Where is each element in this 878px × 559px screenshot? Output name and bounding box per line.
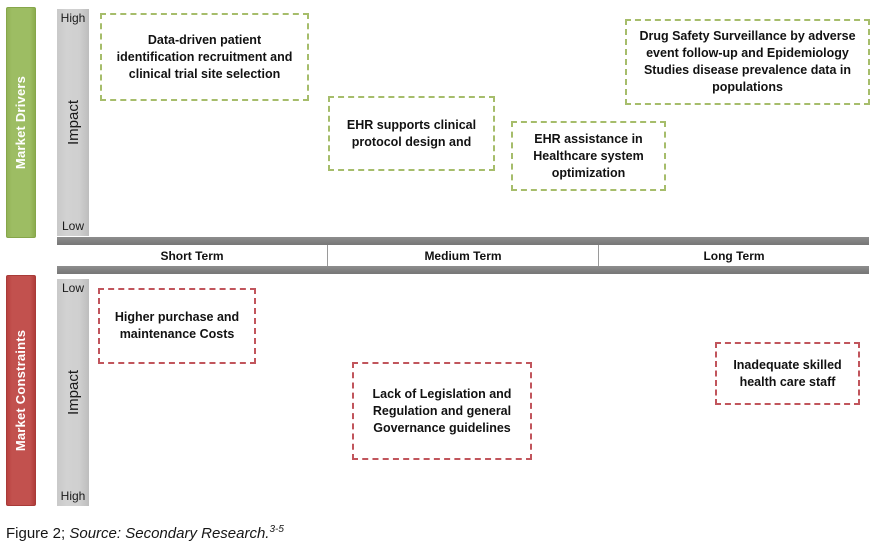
constraint-callout-3-text: Inadequate skilled health care staff (733, 357, 842, 389)
timeline-rule-top (57, 237, 869, 245)
timeline-segment-long-term-label: Long Term (703, 248, 765, 263)
constraint-callout-3: Inadequate skilled health care staff (715, 342, 860, 405)
timeline-band: Short Term Medium Term Long Term (57, 237, 869, 274)
constraint-callout-2: Lack of Legislation and Regulation and g… (352, 362, 532, 460)
driver-callout-4: Drug Safety Surveillance by adverse even… (625, 19, 870, 105)
driver-callout-3: EHR assistance in Healthcare system opti… (511, 121, 666, 191)
timeline-segment-short-term-label: Short Term (160, 248, 224, 263)
side-bar-market-drivers: Market Drivers (6, 7, 36, 238)
timeline-segment-medium-term: Medium Term (328, 245, 599, 266)
driver-callout-4-text: Drug Safety Surveillance by adverse even… (639, 29, 856, 94)
timeline-segment-long-term: Long Term (599, 245, 869, 266)
driver-callout-3-text: EHR assistance in Healthcare system opti… (533, 131, 644, 180)
impact-axis-drivers-top-label: High (60, 11, 86, 25)
driver-callout-1-text: Data-driven patient identification recru… (116, 32, 293, 81)
figure-caption-lead: Figure 2; (6, 525, 66, 542)
impact-axis-constraints-top-label: Low (61, 281, 84, 295)
impact-axis-drivers-bottom-label: Low (61, 219, 84, 233)
constraint-callout-1-text: Higher purchase and maintenance Costs (114, 310, 240, 341)
impact-axis-constraints-title: Impact (64, 369, 82, 415)
side-bar-market-constraints: Market Constraints (6, 275, 36, 506)
driver-callout-2: EHR supports clinical protocol design an… (328, 96, 495, 171)
timeline-rule-bottom (57, 266, 869, 274)
timeline-segment-medium-term-label: Medium Term (424, 248, 502, 263)
impact-axis-constraints: Low Impact High (57, 279, 89, 506)
figure-caption-reference: 3-5 (269, 524, 284, 535)
timeline-segments: Short Term Medium Term Long Term (57, 245, 869, 266)
driver-callout-1: Data-driven patient identification recru… (100, 13, 309, 101)
impact-axis-drivers-title: Impact (64, 99, 82, 145)
timeline-segment-short-term: Short Term (57, 245, 328, 266)
impact-axis-constraints-bottom-label: High (60, 489, 86, 503)
driver-callout-2-text: EHR supports clinical protocol design an… (346, 117, 477, 149)
side-bar-market-drivers-label: Market Drivers (13, 75, 29, 170)
figure-caption-source: Source: Secondary Research. (65, 525, 270, 542)
impact-axis-drivers: High Impact Low (57, 9, 89, 236)
constraint-callout-2-text: Lack of Legislation and Regulation and g… (372, 386, 512, 435)
side-bar-market-constraints-label: Market Constraints (13, 329, 29, 452)
figure-caption: Figure 2; Source: Secondary Research.3-5 (6, 524, 284, 542)
constraint-callout-1: Higher purchase and maintenance Costs (98, 288, 256, 364)
